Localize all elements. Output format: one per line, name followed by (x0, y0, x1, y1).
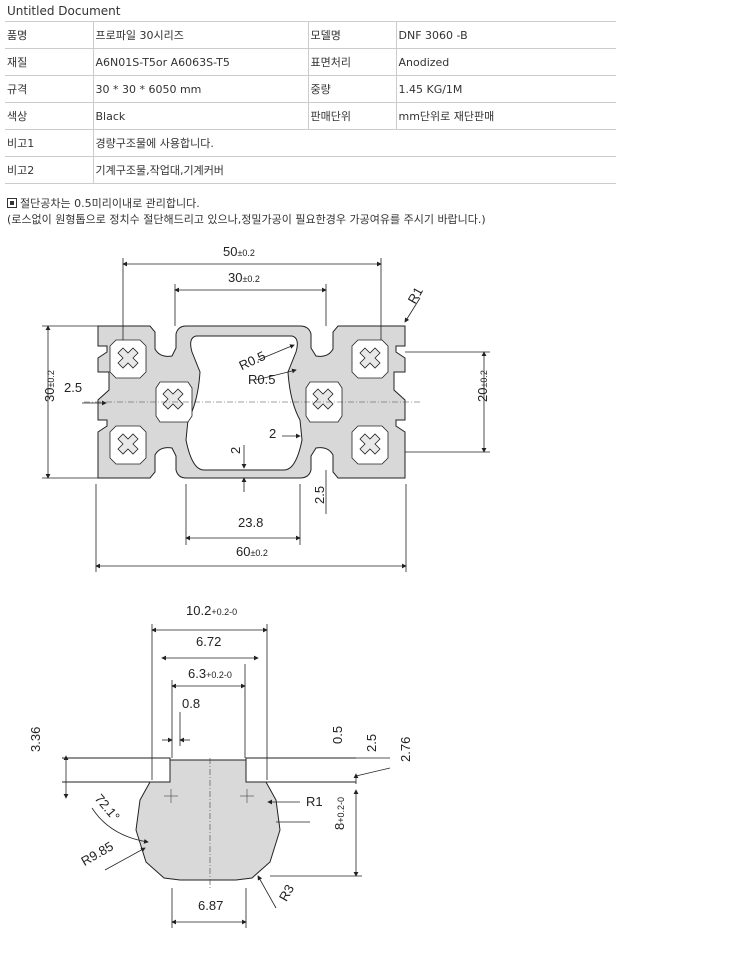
table-row: 색상 Black 판매단위 mm단위로 재단판매 (5, 102, 616, 130)
dim-r05-b: R0.5 (248, 372, 275, 387)
bore-icon (117, 433, 139, 455)
slot-groove-fill (135, 759, 281, 881)
cutting-tolerance-note: 절단공차는 0.5미리이내로 관리합니다. (7, 195, 200, 211)
table-row: 비고2 기계구조물,작업대,기계커버 (5, 156, 616, 184)
checkbox-bullet-icon (7, 198, 17, 208)
spec-value: 1.45 KG/1M (396, 75, 616, 103)
dim-20-height: 20±0.2 (475, 370, 490, 402)
spec-value: 프로파일 30시리즈 (93, 21, 309, 49)
spec-value: Black (93, 102, 309, 130)
dim-6-87: 6.87 (198, 898, 223, 913)
dim-8: 8+0.2-0 (332, 797, 347, 830)
spec-table: 품명 프로파일 30시리즈 모델명 DNF 3060 -B 재질 A6N01S-… (5, 21, 616, 184)
spec-value: DNF 3060 -B (396, 21, 616, 49)
dim-angle: 72.1° (92, 791, 123, 824)
table-row: 규격 30 * 30 * 6050 mm 중량 1.45 KG/1M (5, 75, 616, 103)
bore-icon (312, 388, 334, 410)
center-hollow (185, 335, 303, 471)
dim-2-slot: 2 (269, 426, 276, 441)
dim-2-76: 2.76 (398, 737, 413, 762)
slot-lip-left (62, 757, 171, 783)
dim-30-height: 30±0.2 (42, 370, 57, 402)
dim-3-36: 3.36 (28, 727, 43, 752)
profile-cross-section (84, 325, 420, 479)
spec-value: 기계구조물,작업대,기계커버 (93, 156, 616, 184)
spec-label: 규격 (5, 75, 94, 103)
dim-6-3: 6.3+0.2-0 (188, 666, 232, 681)
dim-r1-slot: R1 (306, 794, 323, 809)
bore-icon (162, 388, 184, 410)
dim-2-slot-b: 2 (228, 447, 243, 454)
dim-2-5-left: 2.5 (64, 380, 82, 395)
cutting-method-note: (로스없이 원형톱으로 정치수 절단해드리고 있으나,정밀가공이 필요한경우 가… (7, 213, 486, 226)
table-row: 비고1 경량구조물에 사용합니다. (5, 129, 616, 157)
dim-0-5: 0.5 (330, 726, 345, 744)
note-text: 절단공차는 0.5미리이내로 관리합니다. (20, 197, 200, 210)
spec-label: 판매단위 (308, 102, 397, 130)
document-title: Untitled Document (7, 4, 121, 18)
profile-dimensions (42, 258, 490, 572)
bore-icon (359, 347, 381, 369)
dim-2-5-bottom: 2.5 (312, 486, 327, 504)
spec-value: mm단위로 재단판매 (396, 102, 616, 130)
dim-r1: R1 (405, 284, 426, 306)
slot-detail (62, 624, 391, 928)
dim-2-5-slot: 2.5 (364, 734, 379, 752)
bore-icon (117, 347, 139, 369)
spec-label: 비고2 (5, 156, 94, 184)
dim-r3: R3 (276, 882, 297, 904)
dim-50: 50±0.2 (223, 244, 255, 259)
spec-value: Anodized (396, 48, 616, 76)
spec-value: 경량구조물에 사용합니다. (93, 129, 616, 157)
spec-label: 색상 (5, 102, 94, 130)
dim-r9-85: R9.85 (78, 838, 116, 868)
spec-label: 중량 (308, 75, 397, 103)
spec-label: 재질 (5, 48, 94, 76)
dim-23-8: 23.8 (238, 515, 263, 530)
bore-icon (359, 433, 381, 455)
dim-60: 60±0.2 (236, 544, 268, 559)
spec-value: 30 * 30 * 6050 mm (93, 75, 309, 103)
slot-lip-right (245, 757, 356, 783)
spec-label: 표면처리 (308, 48, 397, 76)
dim-10-2: 10.2+0.2-0 (186, 603, 237, 618)
dim-30-width: 30±0.2 (228, 270, 260, 285)
dim-0-8: 0.8 (182, 696, 200, 711)
dim-6-72: 6.72 (196, 634, 221, 649)
